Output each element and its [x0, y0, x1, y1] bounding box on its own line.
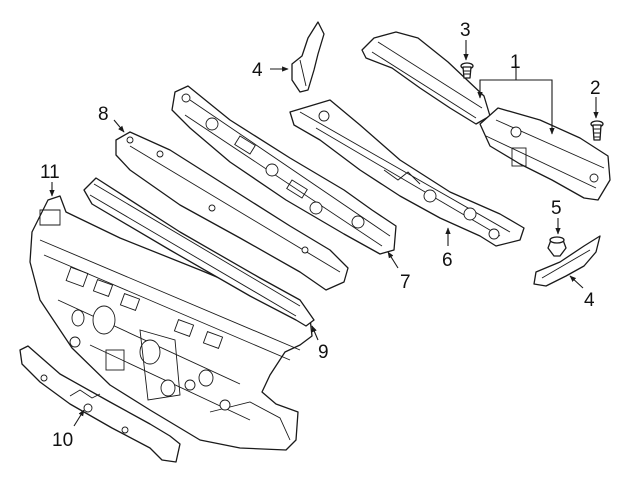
bracket-bottom-part-4 — [533, 235, 601, 287]
callout-7: 7 — [400, 272, 411, 293]
callout-4-bottom: 4 — [584, 290, 595, 311]
callout-1: 1 — [510, 52, 521, 73]
lower-bracket-part-10 — [19, 345, 181, 463]
cowl-reinforcement-part-7 — [171, 85, 397, 255]
callout-6: 6 — [442, 250, 453, 271]
callout-10: 10 — [52, 430, 73, 451]
dash-panel-part-11 — [29, 195, 313, 451]
screw-part-3 — [460, 62, 474, 79]
callout-2: 2 — [590, 78, 601, 99]
callout-11: 11 — [40, 162, 60, 183]
bracket-top-part-4 — [291, 21, 325, 93]
screw-part-2 — [590, 120, 604, 141]
clip-part-5 — [547, 236, 567, 257]
callout-5: 5 — [551, 198, 562, 219]
cowl-crossbar-part-9 — [83, 177, 315, 327]
callout-4-top: 4 — [252, 60, 263, 81]
callout-8: 8 — [98, 104, 109, 125]
cowl-cover-left-part-1 — [361, 31, 491, 125]
cowl-cover-right-part-1 — [479, 107, 611, 201]
upper-cowl-panel-part-8 — [115, 131, 349, 291]
cowl-top-panel-part-6 — [289, 99, 525, 247]
leader-lines — [49, 40, 599, 427]
callout-3: 3 — [460, 20, 471, 41]
callout-9: 9 — [318, 342, 329, 363]
